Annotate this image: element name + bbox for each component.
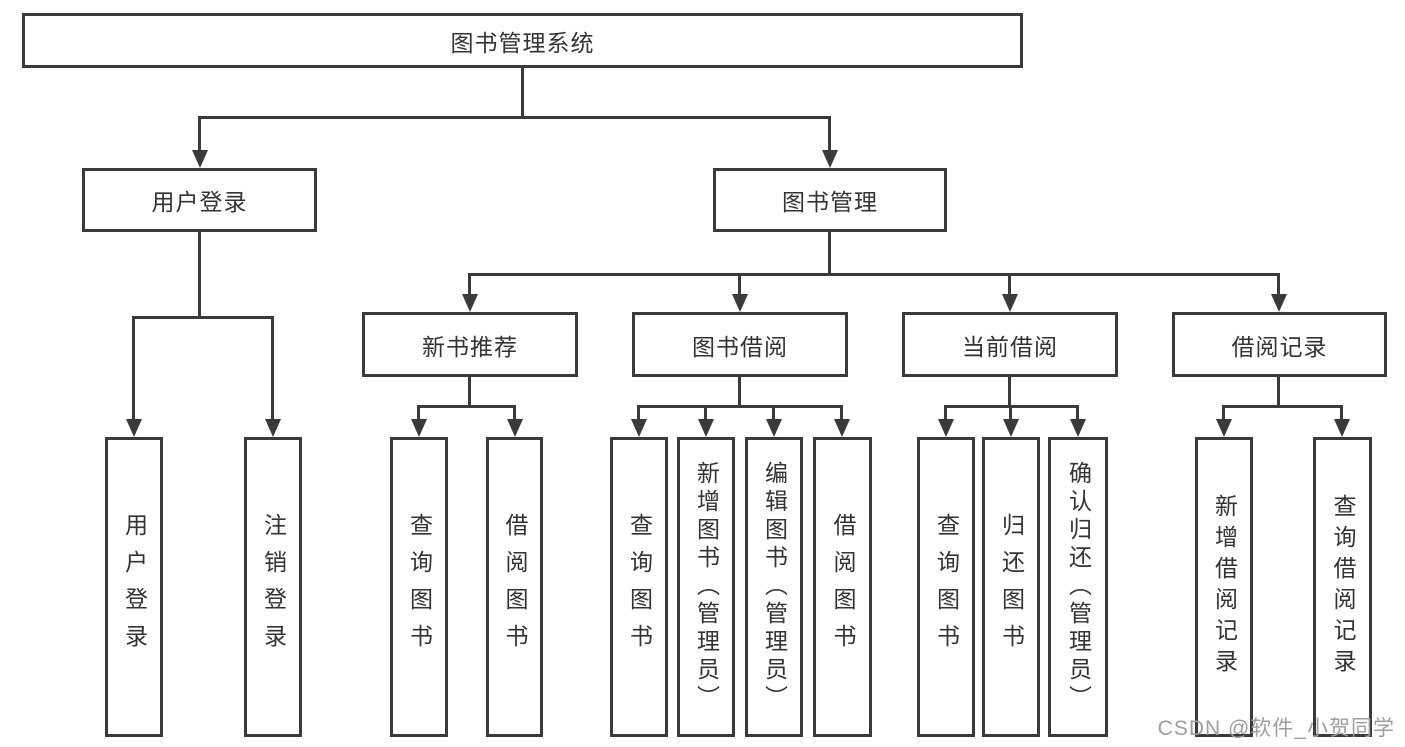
leaf-query-books-borrowing: 查询图书: [610, 437, 668, 737]
node-new-book-recommend-label: 新书推荐: [422, 333, 518, 360]
leaf-query-books-recommend-label: 查询图书: [406, 513, 433, 661]
node-borrow-records-label: 借阅记录: [1231, 333, 1328, 360]
connector-vertical: [828, 116, 831, 152]
leaf-borrow-books: 借阅图书: [813, 437, 872, 737]
arrow-down-icon: [766, 419, 782, 437]
connector-horizontal: [1222, 405, 1343, 408]
leaf-logout: 注销登录: [244, 437, 302, 737]
arrow-down-icon: [822, 150, 838, 168]
node-root: 图书管理系统: [22, 13, 1023, 68]
connector-vertical: [704, 405, 707, 421]
connector-vertical: [198, 232, 201, 316]
leaf-user-login-label: 用户登录: [121, 513, 148, 661]
connector-vertical: [468, 377, 471, 405]
arrow-down-icon: [192, 150, 208, 168]
node-new-book-recommend: 新书推荐: [362, 312, 578, 377]
leaf-query-borrow-record-label: 查询借阅记录: [1330, 494, 1356, 680]
leaf-edit-books-admin-label: 编辑图书（管理员）: [761, 461, 788, 713]
connector-vertical: [944, 405, 947, 421]
connector-vertical: [468, 273, 471, 297]
arrow-down-icon: [1070, 419, 1086, 437]
connector-vertical: [1009, 405, 1012, 421]
connector-vertical: [1076, 405, 1079, 421]
leaf-query-borrow-record: 查询借阅记录: [1313, 437, 1372, 737]
arrow-down-icon: [462, 294, 478, 312]
connector-vertical: [738, 377, 741, 405]
arrow-down-icon: [1002, 294, 1018, 312]
connector-vertical: [772, 405, 775, 421]
leaf-return-books-label: 归还图书: [998, 513, 1025, 661]
connector-vertical: [828, 232, 831, 273]
connector-vertical: [840, 405, 843, 421]
connector-vertical: [1008, 377, 1011, 405]
node-root-label: 图书管理系统: [450, 29, 595, 56]
leaf-borrow-books-recommend-label: 借阅图书: [502, 513, 528, 661]
arrow-down-icon: [265, 419, 281, 437]
leaf-add-borrow-record: 新增借阅记录: [1195, 437, 1253, 737]
node-current-borrowing-label: 当前借阅: [962, 333, 1058, 360]
arrow-down-icon: [732, 294, 748, 312]
node-borrow-records: 借阅记录: [1172, 312, 1387, 377]
connector-vertical: [417, 405, 420, 421]
connector-vertical: [738, 273, 741, 297]
leaf-query-books-current: 查询图书: [917, 437, 975, 737]
leaf-borrow-books-label: 借阅图书: [830, 513, 856, 661]
node-book-management-label: 图书管理: [782, 189, 878, 215]
connector-vertical: [1277, 273, 1280, 297]
connector-horizontal: [198, 116, 831, 119]
watermark: CSDN @软件_小贺同学: [1157, 717, 1395, 740]
arrow-down-icon: [631, 419, 647, 437]
connector-vertical: [1222, 405, 1225, 421]
leaf-query-books-recommend: 查询图书: [390, 437, 448, 737]
connector-horizontal: [417, 405, 516, 408]
connector-horizontal: [132, 316, 274, 319]
connector-vertical: [521, 68, 524, 116]
leaf-return-books: 归还图书: [982, 437, 1040, 737]
arrow-down-icon: [1334, 419, 1350, 437]
leaf-logout-label: 注销登录: [260, 513, 287, 661]
node-book-borrowing-label: 图书借阅: [692, 333, 788, 360]
node-book-borrowing: 图书借阅: [632, 312, 848, 377]
leaf-add-borrow-record-label: 新增借阅记录: [1211, 494, 1238, 680]
arrow-down-icon: [1003, 419, 1019, 437]
connector-vertical: [1277, 377, 1280, 405]
connector-vertical: [637, 405, 640, 421]
leaf-query-books-current-label: 查询图书: [933, 513, 960, 661]
leaf-confirm-return-admin-label: 确认归还（管理员）: [1065, 461, 1092, 713]
leaf-confirm-return-admin: 确认归还（管理员）: [1048, 437, 1108, 737]
arrow-down-icon: [1216, 419, 1232, 437]
arrow-down-icon: [834, 419, 850, 437]
leaf-borrow-books-recommend: 借阅图书: [486, 437, 543, 737]
connector-horizontal: [637, 405, 843, 408]
leaf-query-books-borrowing-label: 查询图书: [626, 513, 653, 661]
arrow-down-icon: [698, 419, 714, 437]
connector-vertical: [132, 316, 135, 421]
arrow-down-icon: [507, 419, 523, 437]
leaf-user-login: 用户登录: [105, 437, 163, 737]
arrow-down-icon: [1271, 294, 1287, 312]
connector-horizontal: [468, 273, 1280, 276]
node-book-management: 图书管理: [713, 168, 947, 232]
connector-vertical: [513, 405, 516, 421]
leaf-add-books-admin-label: 新增图书（管理员）: [693, 461, 720, 713]
arrow-down-icon: [938, 419, 954, 437]
connector-vertical: [1340, 405, 1343, 421]
connector-vertical: [1008, 273, 1011, 297]
arrow-down-icon: [411, 419, 427, 437]
connector-vertical: [198, 116, 201, 152]
connector-vertical: [271, 316, 274, 421]
node-current-borrowing: 当前借阅: [902, 312, 1118, 377]
leaf-edit-books-admin: 编辑图书（管理员）: [745, 437, 803, 737]
arrow-down-icon: [126, 419, 142, 437]
leaf-add-books-admin: 新增图书（管理员）: [677, 437, 735, 737]
node-user-login-label: 用户登录: [151, 189, 248, 215]
node-user-login: 用户登录: [82, 168, 317, 232]
